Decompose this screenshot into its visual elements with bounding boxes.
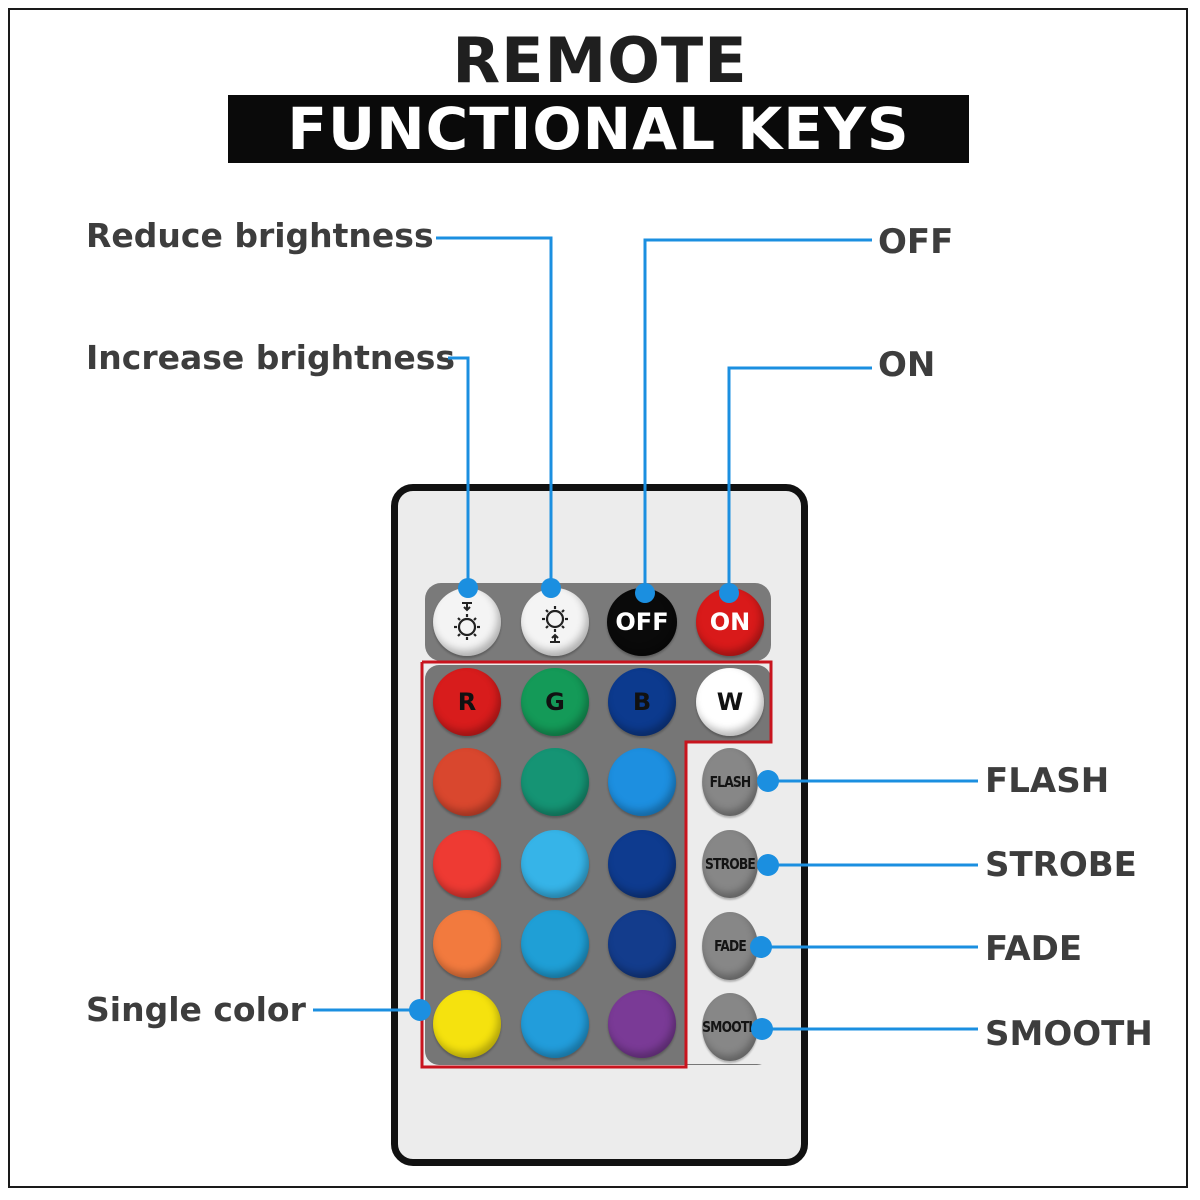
strobe-button[interactable]: STROBE — [702, 830, 758, 898]
color-button[interactable] — [521, 910, 589, 978]
blue-button-label: B — [632, 688, 652, 716]
brightness-up-button[interactable] — [521, 588, 589, 656]
image-frame — [8, 8, 1188, 1188]
color-button[interactable] — [433, 830, 501, 898]
label-on: ON — [878, 345, 936, 385]
off-button-label: OFF — [615, 608, 669, 636]
yellow-button[interactable] — [433, 990, 501, 1058]
white-button[interactable]: W — [696, 668, 764, 736]
callout-dot-flash — [757, 770, 779, 792]
color-button[interactable] — [608, 830, 676, 898]
callout-line-increase-brightness — [448, 356, 470, 588]
color-keys-highlight-outline — [420, 660, 773, 1069]
label-flash: FLASH — [985, 761, 1110, 801]
color-button[interactable] — [521, 748, 589, 816]
smooth-button[interactable]: SMOOTH — [702, 993, 759, 1061]
label-off: OFF — [878, 222, 954, 262]
callout-dot-increase-brightness — [458, 578, 478, 598]
label-strobe: STROBE — [985, 845, 1137, 885]
on-button-label: ON — [709, 608, 751, 636]
brightness-down-button[interactable] — [433, 588, 501, 656]
brightness-up-icon — [542, 606, 568, 643]
callout-dot-on — [719, 583, 739, 603]
callout-dot-off — [635, 583, 655, 603]
blue-button[interactable]: B — [608, 668, 676, 736]
color-button[interactable] — [521, 830, 589, 898]
strobe-button-label: STROBE — [704, 855, 756, 873]
title-functional-keys: FUNCTIONAL KEYS — [228, 95, 969, 163]
callout-line-off — [643, 238, 872, 593]
flash-button[interactable]: FLASH — [702, 748, 758, 816]
callout-dot-smooth — [751, 1018, 773, 1040]
green-button[interactable]: G — [521, 668, 589, 736]
label-smooth: SMOOTH — [985, 1014, 1153, 1054]
label-reduce-brightness: Reduce brightness — [86, 216, 434, 255]
smooth-button-label: SMOOTH — [702, 1018, 759, 1036]
flash-button-label: FLASH — [709, 773, 752, 791]
red-button-label: R — [457, 688, 477, 716]
on-button[interactable]: ON — [696, 588, 764, 656]
title-remote: REMOTE — [452, 24, 748, 97]
color-button[interactable] — [608, 990, 676, 1058]
color-button[interactable] — [433, 748, 501, 816]
fade-button-label: FADE — [714, 937, 747, 955]
label-single-color: Single color — [86, 990, 306, 1029]
callout-dot-fade — [750, 936, 772, 958]
callout-dot-reduce-brightness — [541, 578, 561, 598]
color-button[interactable] — [608, 910, 676, 978]
white-button-label: W — [716, 688, 744, 716]
brightness-down-icon — [454, 602, 480, 640]
color-button[interactable] — [608, 748, 676, 816]
red-button[interactable]: R — [433, 668, 501, 736]
callout-line-on — [727, 366, 872, 593]
label-increase-brightness: Increase brightness — [86, 338, 456, 377]
callout-dot-single-color — [409, 999, 431, 1021]
callout-line-reduce-brightness — [436, 236, 553, 588]
color-button[interactable] — [433, 910, 501, 978]
fade-button[interactable]: FADE — [702, 912, 758, 980]
label-fade: FADE — [985, 929, 1083, 969]
color-button[interactable] — [521, 990, 589, 1058]
callout-dot-strobe — [757, 854, 779, 876]
green-button-label: G — [545, 688, 565, 716]
